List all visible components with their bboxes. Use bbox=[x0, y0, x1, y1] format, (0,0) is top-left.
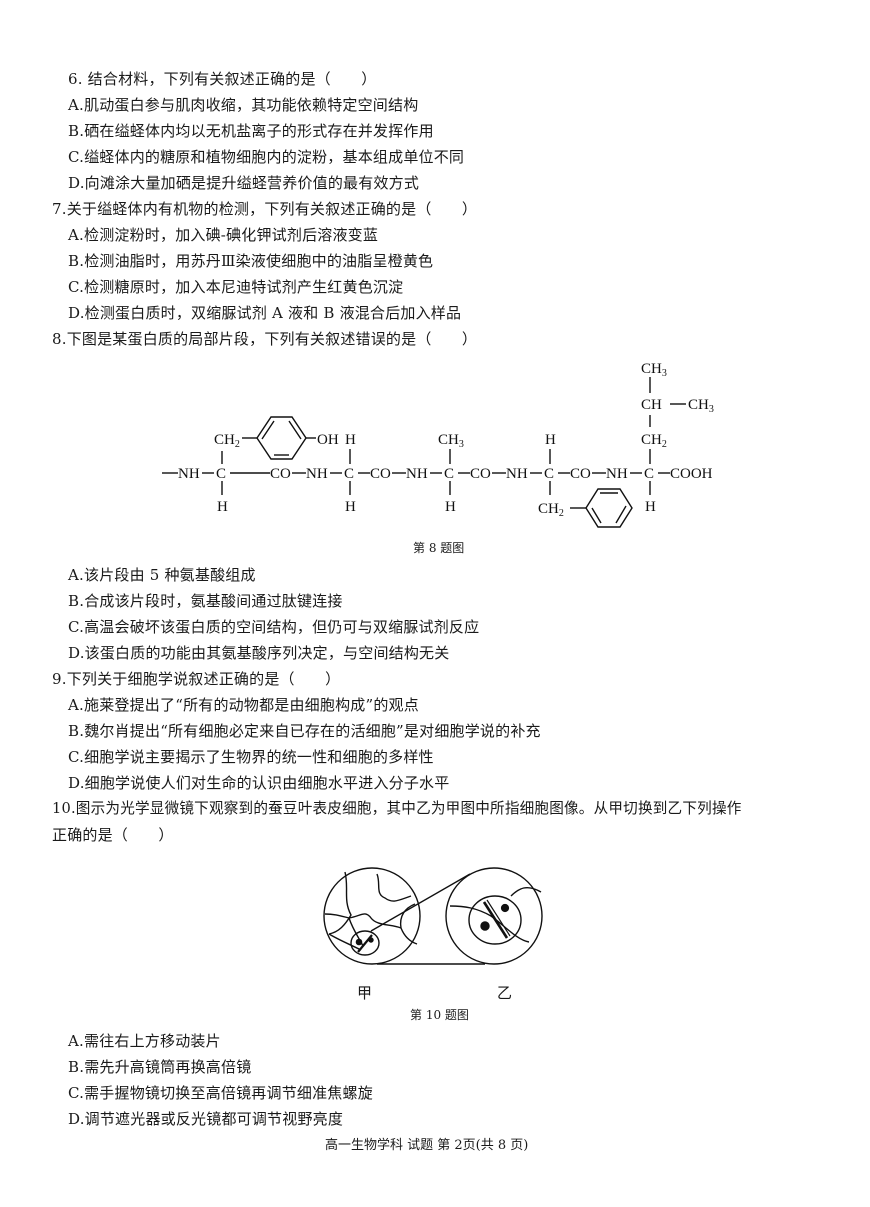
question-9-option-d: D.细胞学说使人们对生命的认识由细胞水平进入分子水平 bbox=[68, 774, 450, 792]
svg-text:CH2: CH2 bbox=[641, 432, 667, 450]
svg-text:NH: NH bbox=[406, 466, 428, 482]
svg-text:C: C bbox=[344, 466, 354, 482]
svg-text:CO: CO bbox=[470, 466, 491, 482]
svg-text:CO: CO bbox=[570, 466, 591, 482]
peptide-structure-figure: NH C CO NH C CO NH C CO NH C CO NH C COO… bbox=[162, 361, 714, 528]
svg-text:CO: CO bbox=[370, 466, 391, 482]
microscope-cells-figure bbox=[323, 867, 543, 965]
svg-text:NH: NH bbox=[506, 466, 528, 482]
figure-10-caption: 第 10 题图 bbox=[410, 1008, 469, 1022]
question-7-stem: 7.关于缢蛏体内有机物的检测，下列有关叙述正确的是（ ） bbox=[52, 200, 478, 218]
svg-text:CH3: CH3 bbox=[641, 361, 667, 379]
svg-text:C: C bbox=[644, 466, 654, 482]
question-10-stem-line-1: 10.图示为光学显微镜下观察到的蚕豆叶表皮细胞，其中乙为甲图中所指细胞图像。从甲… bbox=[52, 800, 742, 817]
svg-text:H: H bbox=[345, 432, 356, 448]
question-8-stem: 8.下图是某蛋白质的局部片段，下列有关叙述错误的是（ ） bbox=[52, 330, 478, 348]
nh-group: NH bbox=[178, 466, 200, 482]
svg-text:H: H bbox=[345, 499, 356, 515]
svg-text:CH2: CH2 bbox=[538, 501, 564, 519]
svg-text:H: H bbox=[645, 499, 656, 515]
svg-text:COOH: COOH bbox=[670, 466, 713, 482]
svg-text:C: C bbox=[544, 466, 554, 482]
question-8-option-b: B.合成该片段时，氨基酸间通过肽键连接 bbox=[68, 592, 343, 610]
question-9-stem: 9.下列关于细胞学说叙述正确的是（ ） bbox=[52, 670, 341, 688]
question-7-option-c: C.检测糖原时，加入本尼迪特试剂产生红黄色沉淀 bbox=[68, 278, 404, 296]
svg-text:CH2: CH2 bbox=[214, 432, 240, 450]
question-6-option-b: B.硒在缢蛏体内均以无机盐离子的形式存在并发挥作用 bbox=[68, 122, 434, 140]
svg-text:H: H bbox=[445, 499, 456, 515]
question-8-option-a: A.该片段由 5 种氨基酸组成 bbox=[68, 566, 256, 584]
question-10-option-d: D.调节遮光器或反光镜都可调节视野亮度 bbox=[68, 1110, 344, 1128]
svg-text:H: H bbox=[545, 432, 556, 448]
svg-text:NH: NH bbox=[306, 466, 328, 482]
svg-text:CH3: CH3 bbox=[688, 397, 714, 415]
question-10-option-b: B.需先升高镜筒再换高倍镜 bbox=[68, 1058, 252, 1076]
figure-8-caption: 第 8 题图 bbox=[413, 541, 465, 555]
question-10-option-c: C.需手握物镜切换至高倍镜再调节细准焦螺旋 bbox=[68, 1084, 373, 1102]
question-9-option-a: A.施莱登提出了“所有的动物都是由细胞构成”的观点 bbox=[68, 696, 419, 714]
svg-text:CO: CO bbox=[270, 466, 291, 482]
question-6-option-c: C.缢蛏体内的糖原和植物细胞内的淀粉，基本组成单位不同 bbox=[68, 148, 465, 166]
question-9-option-b: B.魏尔肖提出“所有细胞必定来自已存在的活细胞”是对细胞学说的补充 bbox=[68, 722, 541, 740]
svg-text:CH: CH bbox=[641, 397, 662, 413]
question-7-option-a: A.检测淀粉时，加入碘-碘化钾试剂后溶液变蓝 bbox=[68, 226, 379, 244]
page-footer: 高一生物学科 试题 第 2页(共 8 页) bbox=[325, 1138, 529, 1153]
question-8-option-c: C.高温会破坏该蛋白质的空间结构，但仍可与双缩脲试剂反应 bbox=[68, 618, 480, 636]
question-10-option-a: A.需往右上方移动装片 bbox=[68, 1032, 221, 1050]
svg-text:OH: OH bbox=[317, 432, 339, 448]
question-10-stem-line-2: 正确的是（ ） bbox=[52, 826, 174, 844]
question-6-stem: 6. 结合材料，下列有关叙述正确的是（ ） bbox=[68, 70, 377, 88]
figure-label-jia: 甲 bbox=[357, 984, 373, 1002]
svg-text:H: H bbox=[217, 499, 228, 515]
svg-text:NH: NH bbox=[606, 466, 628, 482]
figure-label-yi: 乙 bbox=[497, 984, 513, 1002]
svg-text:C: C bbox=[444, 466, 454, 482]
question-7-option-d: D.检测蛋白质时，双缩脲试剂 A 液和 B 液混合后加入样品 bbox=[68, 304, 462, 322]
svg-text:C: C bbox=[216, 466, 226, 482]
svg-text:CH3: CH3 bbox=[438, 432, 464, 450]
question-8-option-d: D.该蛋白质的功能由其氨基酸序列决定，与空间结构无关 bbox=[68, 644, 450, 662]
question-7-option-b: B.检测油脂时，用苏丹Ⅲ染液使细胞中的油脂呈橙黄色 bbox=[68, 252, 434, 270]
question-9-option-c: C.细胞学说主要揭示了生物界的统一性和细胞的多样性 bbox=[68, 748, 434, 766]
question-6-option-d: D.向滩涂大量加硒是提升缢蛏营养价值的最有效方式 bbox=[68, 174, 420, 192]
question-6-option-a: A.肌动蛋白参与肌肉收缩，其功能依赖特定空间结构 bbox=[68, 96, 419, 114]
